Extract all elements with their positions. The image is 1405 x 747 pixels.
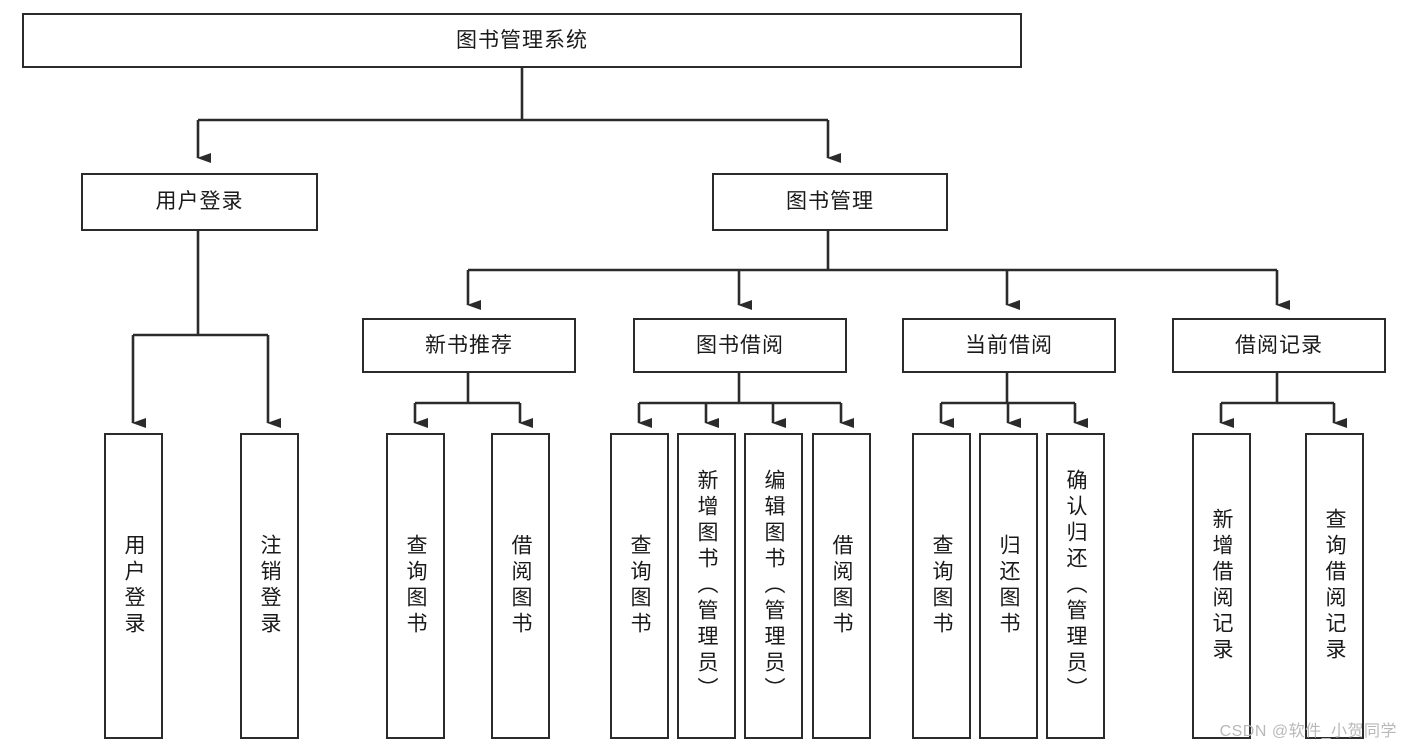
leaf-borrow-edit-book-admin[interactable]: 编辑图书（管理员） xyxy=(744,433,803,739)
node-label: 图书管理系统 xyxy=(456,28,588,52)
leaf-user-logout[interactable]: 注销登录 xyxy=(240,433,299,739)
node-user-login[interactable]: 用户登录 xyxy=(81,173,318,231)
node-current-borrow[interactable]: 当前借阅 xyxy=(902,318,1116,373)
node-label: 注销登录 xyxy=(258,534,282,638)
node-label: 查询借阅记录 xyxy=(1323,508,1347,664)
node-label: 新增借阅记录 xyxy=(1210,508,1234,664)
watermark-text: CSDN @软件_小贺同学 xyxy=(1219,723,1397,740)
node-label: 当前借阅 xyxy=(965,333,1053,357)
node-label: 借阅图书 xyxy=(830,534,854,638)
leaf-record-query-record[interactable]: 查询借阅记录 xyxy=(1305,433,1364,739)
leaf-borrow-query-book[interactable]: 查询图书 xyxy=(610,433,669,739)
node-new-book-recommend[interactable]: 新书推荐 xyxy=(362,318,576,373)
leaf-user-login[interactable]: 用户登录 xyxy=(104,433,163,739)
node-label: 借阅图书 xyxy=(509,534,533,638)
leaf-current-query-book[interactable]: 查询图书 xyxy=(912,433,971,739)
node-label: 图书借阅 xyxy=(696,333,784,357)
node-label: 用户登录 xyxy=(155,190,244,214)
leaf-current-return-book[interactable]: 归还图书 xyxy=(979,433,1038,739)
node-label: 查询图书 xyxy=(930,534,954,638)
node-label: 新书推荐 xyxy=(425,333,513,357)
leaf-newbook-query-book[interactable]: 查询图书 xyxy=(386,433,445,739)
node-label: 确认归还（管理员） xyxy=(1064,469,1088,703)
node-label: 归还图书 xyxy=(997,534,1021,638)
node-label: 借阅记录 xyxy=(1235,333,1323,357)
leaf-record-add-record[interactable]: 新增借阅记录 xyxy=(1192,433,1251,739)
node-label: 新增图书（管理员） xyxy=(695,469,719,703)
leaf-current-confirm-return-admin[interactable]: 确认归还（管理员） xyxy=(1046,433,1105,739)
node-root-system[interactable]: 图书管理系统 xyxy=(22,13,1022,68)
node-borrow-record[interactable]: 借阅记录 xyxy=(1172,318,1386,373)
node-label: 图书管理 xyxy=(786,190,874,214)
leaf-newbook-borrow-book[interactable]: 借阅图书 xyxy=(491,433,550,739)
node-label: 查询图书 xyxy=(404,534,428,638)
node-label: 用户登录 xyxy=(122,534,146,638)
node-label: 查询图书 xyxy=(628,534,652,638)
leaf-borrow-add-book-admin[interactable]: 新增图书（管理员） xyxy=(677,433,736,739)
node-book-borrow[interactable]: 图书借阅 xyxy=(633,318,847,373)
leaf-borrow-borrow-book[interactable]: 借阅图书 xyxy=(812,433,871,739)
node-book-management[interactable]: 图书管理 xyxy=(712,173,948,231)
node-label: 编辑图书（管理员） xyxy=(762,469,786,703)
